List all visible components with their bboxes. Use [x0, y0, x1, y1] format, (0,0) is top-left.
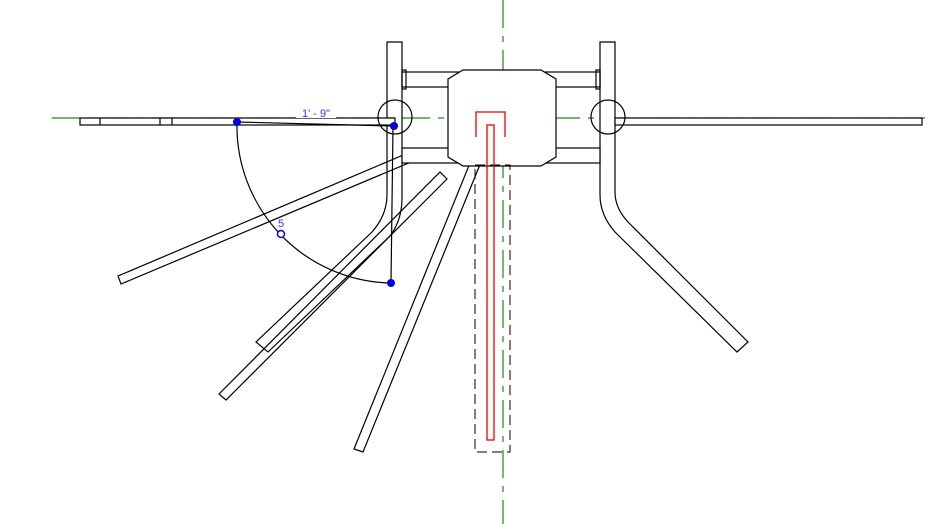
top-crossbar-flange-left — [401, 69, 407, 90]
center-body[interactable] — [447, 69, 557, 167]
rotated-bar-1[interactable] — [117, 152, 412, 285]
selection-outline — [474, 164, 511, 453]
left-pivot-circle — [377, 99, 413, 135]
selected-element-head — [475, 111, 506, 137]
selected-element[interactable] — [486, 124, 495, 441]
right-post[interactable] — [599, 41, 749, 353]
rotation-start-line — [236, 121, 394, 127]
right-arm[interactable] — [614, 117, 923, 126]
grip-rotation-center[interactable] — [390, 122, 398, 130]
angle-grip[interactable] — [276, 229, 286, 239]
dimension-label-bg — [296, 106, 336, 118]
rotated-bar-2[interactable] — [218, 171, 448, 401]
dimension-label[interactable]: 1' - 9" — [302, 108, 330, 120]
left-post[interactable] — [255, 41, 403, 353]
grip-start-point[interactable] — [233, 118, 241, 126]
rotation-radius-line — [390, 125, 394, 284]
top-crossbar-flange-right — [595, 69, 601, 90]
grip-end-point[interactable] — [387, 279, 395, 287]
angle-label[interactable]: 5 — [278, 218, 284, 230]
right-pivot-circle — [590, 99, 626, 135]
